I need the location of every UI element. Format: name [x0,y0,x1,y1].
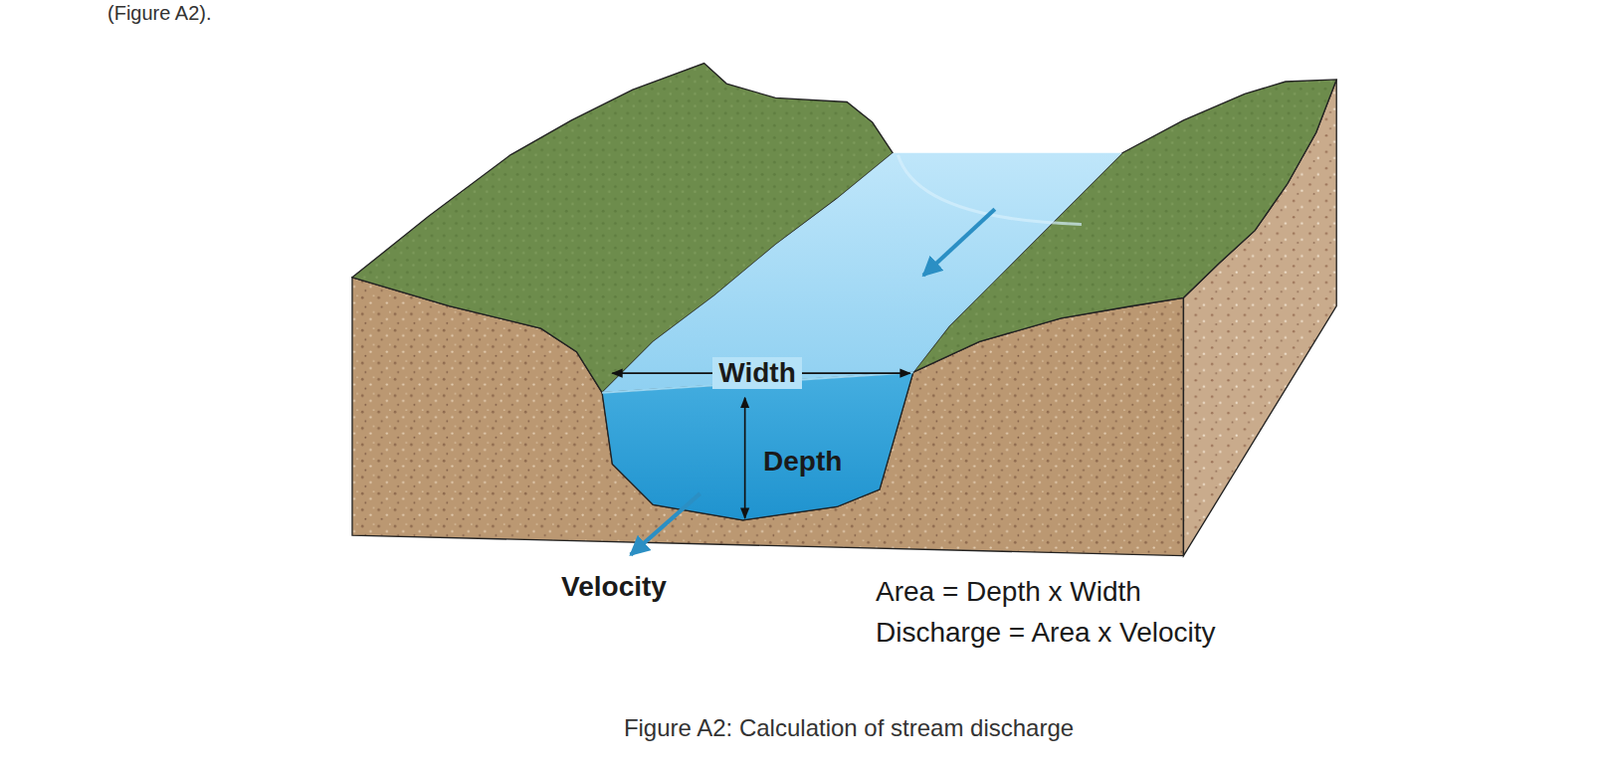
depth-label: Depth [763,445,842,478]
figure-caption: Figure A2: Calculation of stream dischar… [623,714,1074,743]
cut-off-reference: (Figure A2). [107,1,211,25]
width-label: Width [712,357,802,390]
velocity-label: Velocity [561,571,667,603]
formula-text: Area = Depth x Width [875,576,1142,608]
formula-text: Discharge = Area x Velocity [875,616,1216,649]
